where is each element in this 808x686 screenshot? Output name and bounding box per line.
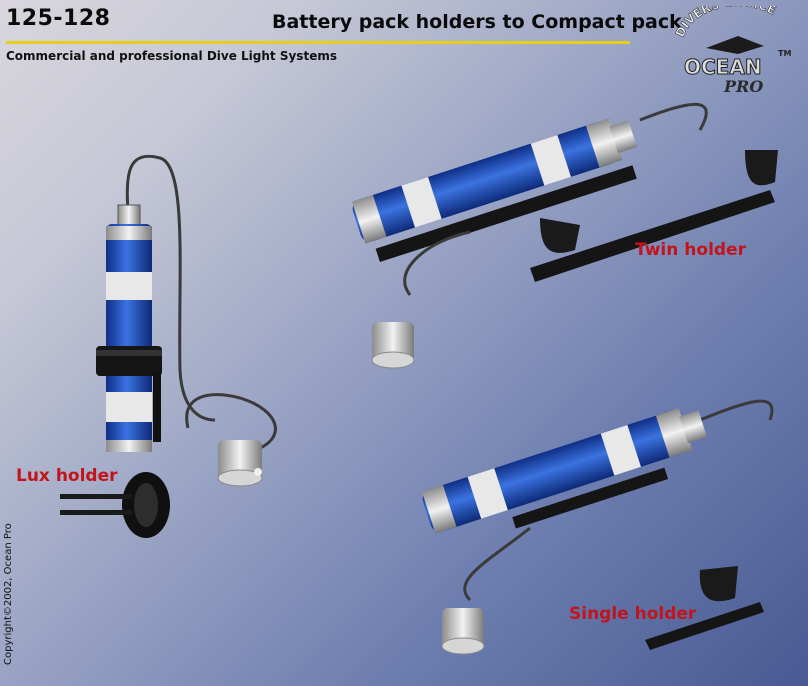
page-title: Battery pack holders to Compact pack	[272, 11, 682, 33]
lamp-head-left	[185, 393, 277, 487]
single-holder-label: Single holder	[569, 604, 697, 624]
svg-text:DIVERS CHOICE: DIVERS CHOICE	[673, 6, 778, 39]
single-battery-pack	[421, 399, 774, 655]
lux-holder	[60, 472, 170, 538]
single-holder	[645, 566, 764, 650]
product-code: 125-128	[6, 6, 111, 31]
lux-holder-label: Lux holder	[16, 466, 118, 486]
twin-holder	[530, 150, 778, 282]
twin-battery-pack	[351, 102, 708, 369]
ocean-pro-logo: DIVERS CHOICE TM OCEAN PRO	[668, 0, 804, 98]
page-subtitle: Commercial and professional Dive Light S…	[6, 49, 337, 63]
copyright-notice: Copyright©2002, Ocean Pro	[3, 523, 14, 665]
logo-arc-text: DIVERS CHOICE	[672, 0, 778, 40]
vertical-battery-pack	[96, 154, 216, 452]
logo-trademark: TM	[778, 49, 791, 58]
shark-icon	[706, 36, 764, 54]
logo-graphic: DIVERS CHOICE TM OCEAN PRO	[672, 0, 791, 96]
logo-brand: OCEAN	[684, 55, 762, 79]
twin-holder-label: Twin holder	[635, 240, 746, 260]
logo-sub: PRO	[723, 77, 763, 96]
title-underline	[6, 41, 630, 44]
